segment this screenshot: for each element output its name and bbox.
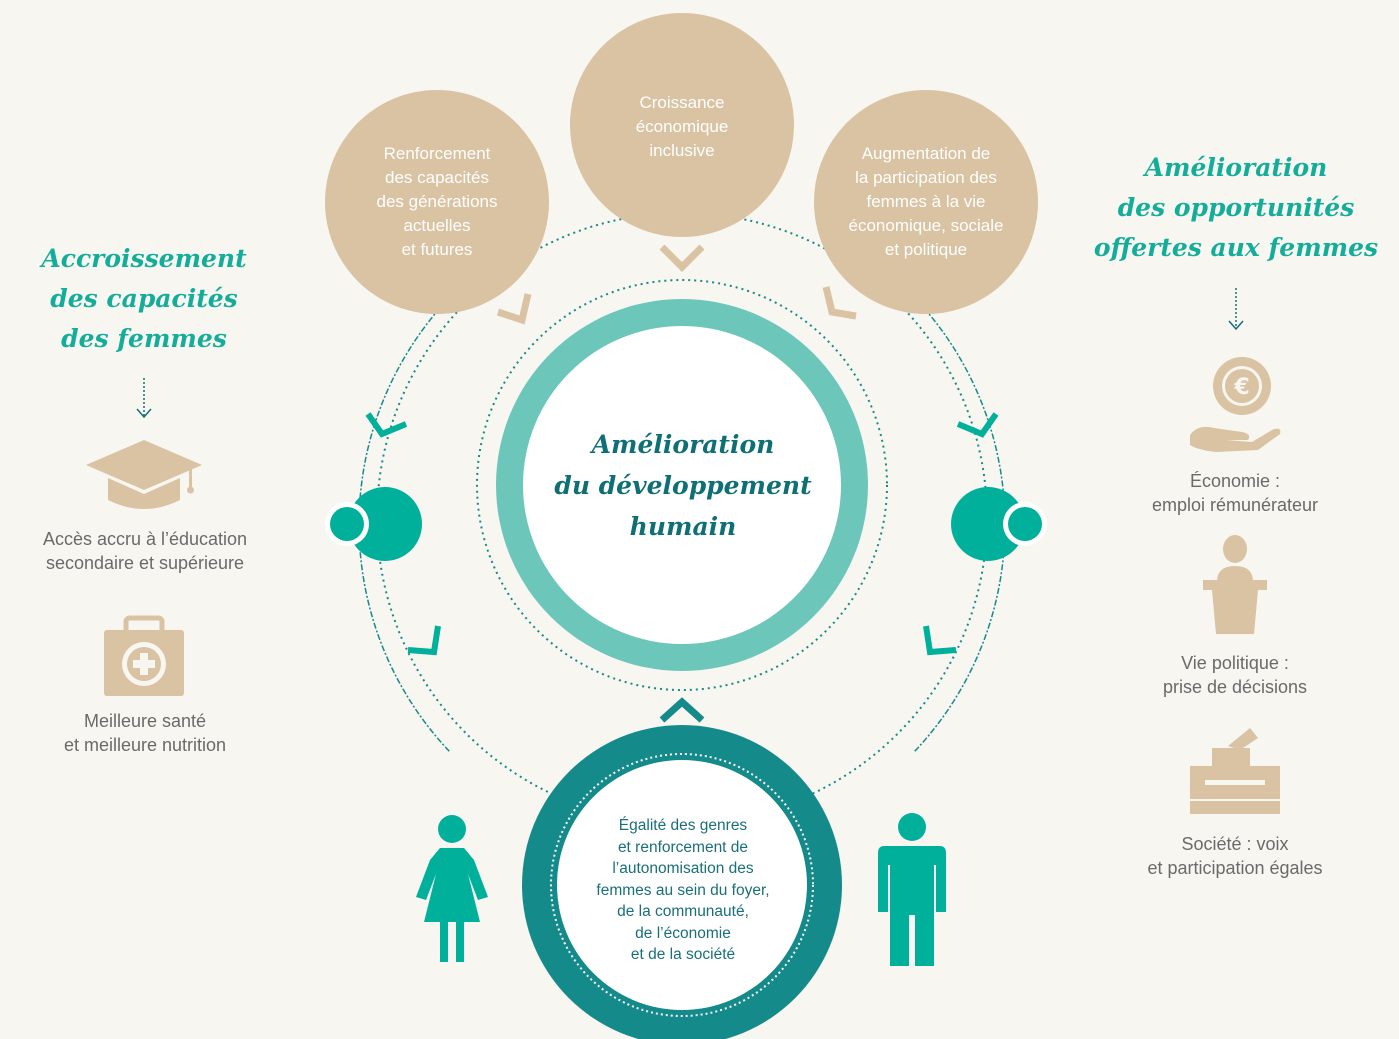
- caption-line: secondaire et supérieure: [45, 553, 245, 573]
- top-right-circle: [814, 90, 1038, 314]
- circle-text-line: Renforcement: [383, 144, 491, 163]
- right-heading: Amélioration des opportunités offertes a…: [1088, 148, 1384, 268]
- circle-text-line: économique, sociale: [848, 216, 1004, 235]
- economy-caption: Économie : emploi rémunérateur: [1090, 469, 1380, 517]
- left-heading-line: des femmes: [61, 324, 227, 353]
- graduation-cap-icon: [86, 440, 202, 509]
- right-node-icon: [951, 487, 1047, 561]
- caption-line: Société : voix: [1181, 834, 1289, 854]
- bottom-text-line: et de la société: [630, 946, 736, 963]
- top-left-circle: [325, 90, 549, 314]
- top-middle-circle-text: Croissance économique inclusive: [592, 91, 772, 163]
- right-down-arrow-icon: [1228, 288, 1244, 331]
- caption-line: prise de décisions: [1162, 677, 1308, 697]
- politics-caption: Vie politique : prise de décisions: [1090, 651, 1380, 699]
- top-left-circle-text: Renforcement des capacités des génératio…: [342, 142, 532, 262]
- top-middle-circle: [570, 13, 794, 237]
- circle-text-line: des générations: [376, 192, 498, 211]
- medical-kit-icon: [104, 615, 184, 696]
- left-heading-line: Accroissement: [41, 244, 247, 273]
- chevron-left-upper-icon: [365, 412, 408, 438]
- chevron-down-icon: [659, 244, 705, 272]
- circle-text-line: la participation des: [855, 168, 997, 187]
- health-caption: Meilleure santé et meilleure nutrition: [0, 709, 290, 757]
- circle-text-line: inclusive: [649, 141, 715, 160]
- chevron-down-left-icon: [822, 286, 857, 320]
- circle-text-line: femmes à la vie: [866, 192, 986, 211]
- chevron-left-lower-icon: [407, 625, 441, 656]
- bottom-text-line: et renforcement de: [617, 838, 749, 856]
- caption-line: Économie :: [1189, 471, 1281, 491]
- speaker-podium-icon: [1203, 535, 1267, 634]
- bottom-text-line: femmes au sein du foyer,: [596, 881, 770, 899]
- circle-text-line: économique: [635, 117, 729, 136]
- right-heading-line: offertes aux femmes: [1093, 233, 1379, 262]
- center-circle: [523, 326, 841, 644]
- left-heading-line: des capacités: [50, 284, 238, 313]
- center-title-line: humain: [629, 512, 737, 541]
- chevron-down-right-icon: [496, 293, 532, 325]
- svg-text:€: €: [1233, 375, 1249, 400]
- bottom-dotted-ring: [550, 753, 814, 1017]
- circle-text-line: Augmentation de: [861, 144, 991, 163]
- caption-line: et meilleure nutrition: [63, 735, 227, 755]
- center-title: Amélioration du développement humain: [540, 424, 826, 547]
- bottom-text-line: Égalité des genres: [618, 817, 748, 834]
- bottom-circle: [557, 760, 807, 1010]
- left-heading: Accroissement des capacités des femmes: [28, 239, 260, 359]
- caption-line: Vie politique :: [1181, 653, 1289, 673]
- left-node-icon: [325, 487, 422, 561]
- right-heading-line: Amélioration: [1144, 153, 1328, 182]
- society-caption: Société : voix et participation égales: [1090, 832, 1380, 880]
- circle-text-line: actuelles: [403, 216, 471, 235]
- chevron-right-upper-icon: [956, 412, 999, 438]
- euro-hand-icon: €: [1190, 357, 1281, 452]
- caption-line: et participation égales: [1147, 858, 1323, 878]
- ballot-box-icon: [1190, 728, 1280, 814]
- circle-text-line: des capacités: [385, 168, 489, 187]
- bottom-circle-text: Égalité des genres et renforcement de l’…: [566, 815, 800, 966]
- circle-text-line: Croissance: [639, 93, 725, 112]
- chevron-up-icon: [659, 697, 705, 723]
- inner-dotted-ring: [476, 279, 888, 691]
- woman-icon: [416, 815, 488, 962]
- bottom-text-line: de l’économie: [635, 924, 731, 942]
- top-right-circle-text: Augmentation de la participation des fem…: [826, 142, 1026, 262]
- circle-text-line: et futures: [401, 240, 473, 259]
- bottom-text-line: l’autonomisation des: [612, 860, 754, 877]
- man-icon: [878, 813, 946, 966]
- center-title-line: Amélioration: [591, 430, 775, 459]
- center-title-line: du développement: [554, 471, 812, 500]
- left-down-arrow-icon: [136, 378, 152, 419]
- education-caption: Accès accru à l’éducation secondaire et …: [0, 527, 290, 575]
- circle-text-line: et politique: [884, 240, 968, 259]
- chevron-right-lower-icon: [923, 625, 957, 656]
- right-heading-line: des opportunités: [1117, 193, 1355, 222]
- caption-line: emploi rémunérateur: [1151, 495, 1319, 515]
- bottom-text-line: de la communauté,: [617, 903, 749, 920]
- caption-line: Accès accru à l’éducation: [42, 529, 248, 549]
- caption-line: Meilleure santé: [83, 711, 207, 731]
